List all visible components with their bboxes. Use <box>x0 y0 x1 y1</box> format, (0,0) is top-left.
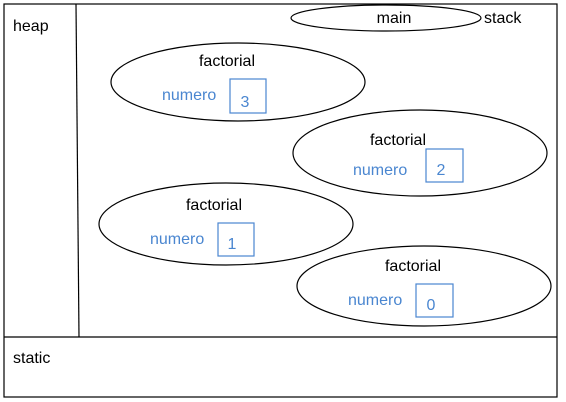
frame-name: factorial <box>370 132 426 149</box>
factorial-frame-1: factorial numero 1 <box>98 182 354 266</box>
main-frame: main <box>290 4 482 32</box>
stack-label: stack <box>484 10 522 27</box>
main-frame-label: main <box>377 10 412 27</box>
factorial-frame-3: factorial numero 3 <box>110 42 366 122</box>
variable-name: numero <box>348 292 402 309</box>
frame-name: factorial <box>186 197 242 214</box>
frame-name: factorial <box>385 258 441 275</box>
variable-value: 2 <box>437 162 446 179</box>
value-box <box>217 222 255 257</box>
factorial-frame-ellipse <box>110 42 366 122</box>
value-box <box>229 78 267 114</box>
diagram-border <box>3 3 558 398</box>
variable-name: numero <box>150 231 204 248</box>
factorial-frame-ellipse <box>296 245 552 327</box>
factorial-frame-ellipse <box>98 182 354 266</box>
variable-value: 0 <box>427 297 436 314</box>
value-box <box>415 283 454 318</box>
static-label: static <box>13 350 50 367</box>
variable-value: 3 <box>241 94 250 111</box>
frame-name: factorial <box>199 53 255 70</box>
main-frame-ellipse <box>290 4 482 32</box>
variable-name: numero <box>353 162 407 179</box>
value-box <box>425 148 464 183</box>
variable-name: numero <box>162 87 216 104</box>
heap-stack-divider <box>75 3 80 338</box>
factorial-frame-0: factorial numero 0 <box>296 245 552 327</box>
factorial-frame-2: factorial numero 2 <box>292 109 548 197</box>
variable-value: 1 <box>228 236 237 253</box>
factorial-frame-ellipse <box>292 109 548 197</box>
heap-label: heap <box>13 18 49 35</box>
